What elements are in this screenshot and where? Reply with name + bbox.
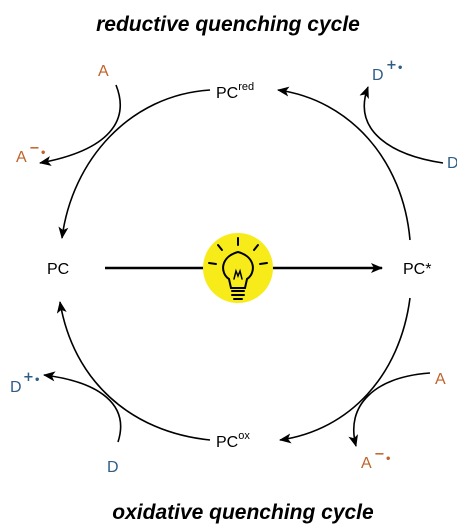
species-donor-radical-bottom: D [10, 379, 22, 396]
plus-sign-top: + [386, 58, 397, 73]
radical-dot-bottom: • [385, 454, 391, 465]
plus-sign-bottom: + [23, 370, 34, 385]
radical-dot-d-top: • [397, 63, 403, 74]
radical-dot-top: • [40, 148, 46, 159]
arrow-d-to-d-radical-cation-bottom [43, 371, 122, 443]
node-pc: PC [47, 261, 69, 278]
species-acceptor-radical-top: A [16, 149, 27, 166]
node-pc-excited: PC* [403, 261, 431, 278]
species-acceptor-bottom: A [435, 371, 446, 388]
arc-pcox-to-pc [56, 301, 211, 441]
arc-pcstar-to-pcred [277, 86, 411, 241]
species-donor-top: D [447, 155, 457, 172]
species-donor-radical-top: D [372, 67, 384, 84]
arrow-a-to-a-radical-anion-top [39, 84, 121, 166]
node-pc-ox: PCox [216, 430, 250, 451]
minus-sign-top: − [29, 141, 40, 156]
species-acceptor-radical-bottom: A [361, 455, 372, 472]
minus-sign-bottom: − [374, 447, 385, 462]
node-pc-red: PCred [216, 81, 254, 102]
species-donor-bottom: D [107, 459, 119, 476]
title-reductive-quenching: reductive quenching cycle [96, 13, 360, 36]
arc-pcstar-to-pcox [279, 297, 411, 444]
arrow-d-to-d-radical-cation-top [359, 86, 444, 164]
arc-pcred-to-pc [58, 89, 211, 239]
radical-dot-d-bottom: • [34, 375, 40, 386]
species-acceptor-top: A [98, 63, 109, 80]
arrow-a-to-a-radical-anion-bottom [348, 372, 431, 447]
title-oxidative-quenching: oxidative quenching cycle [112, 501, 374, 524]
lightbulb-icon [203, 233, 273, 303]
